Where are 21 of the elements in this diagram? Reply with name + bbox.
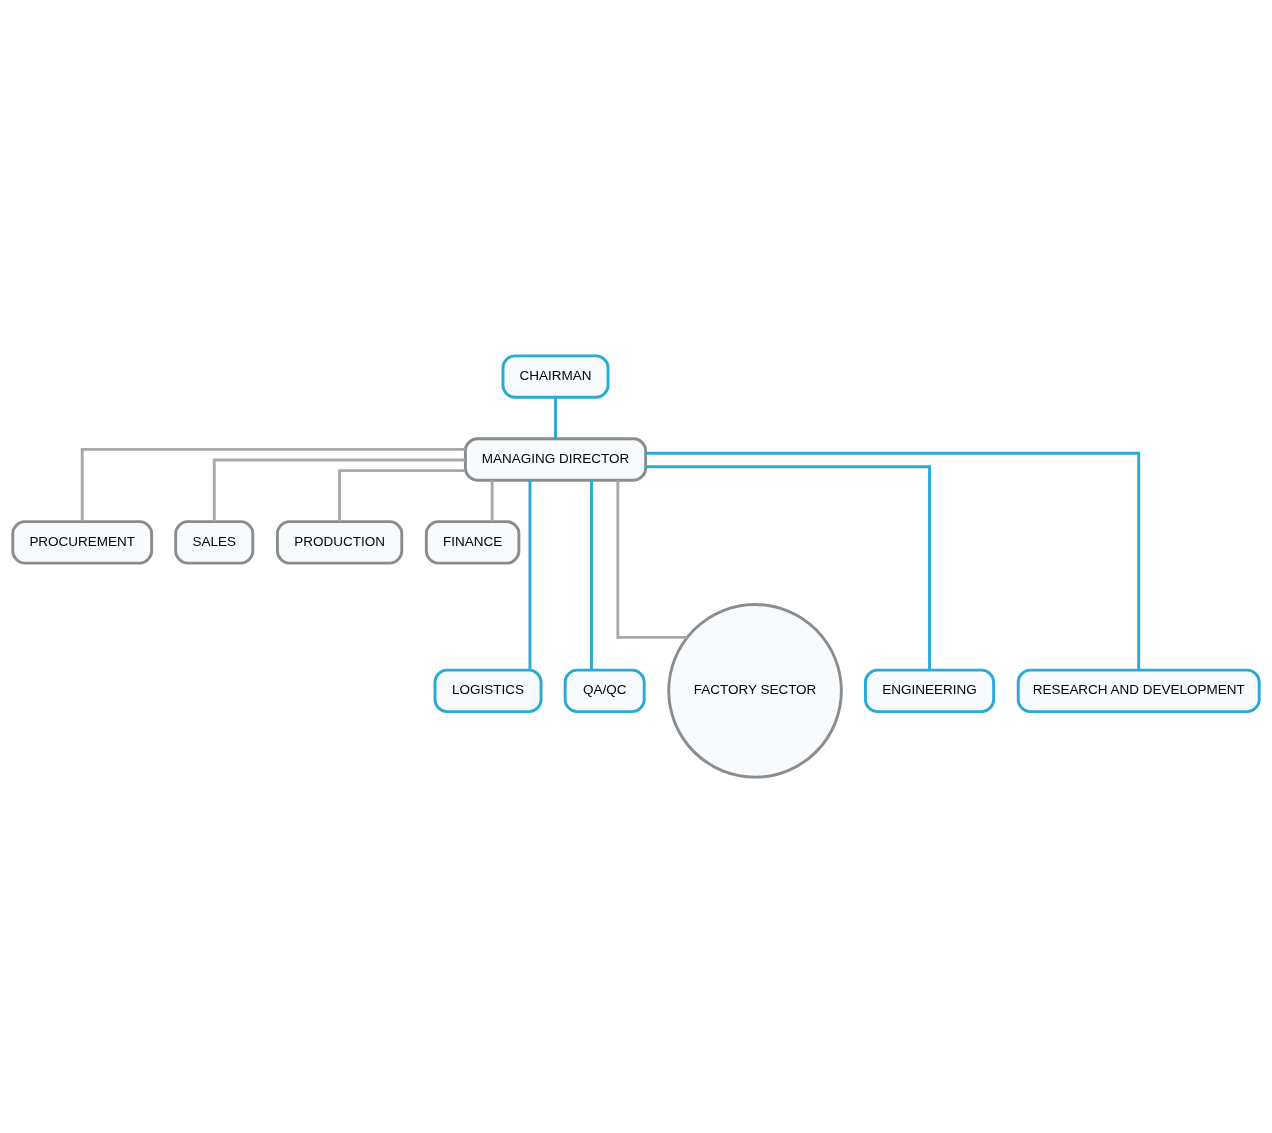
node-box: MANAGING DIRECTOR <box>463 437 648 482</box>
connector <box>645 451 1141 670</box>
node-box: QA/QC <box>563 668 646 714</box>
node-box: SALES <box>174 520 255 565</box>
node-box: FINANCE <box>424 520 521 565</box>
connector <box>646 465 931 670</box>
node-box: RESEARCH AND DEVELOPMENT <box>1016 668 1261 714</box>
node-box: CHAIRMAN <box>501 354 610 399</box>
connector <box>528 480 532 671</box>
node-box: ENGINEERING <box>863 668 996 714</box>
connector <box>554 397 557 439</box>
connector <box>616 480 688 639</box>
connector <box>590 480 593 671</box>
connector <box>338 469 466 522</box>
node-box: PROCUREMENT <box>11 520 154 565</box>
connector <box>80 447 466 522</box>
node-circle: FACTORY SECTOR <box>667 603 843 779</box>
connector <box>490 480 494 522</box>
node-box: LOGISTICS <box>433 668 543 714</box>
connector <box>212 458 465 522</box>
node-box: PRODUCTION <box>275 520 404 565</box>
